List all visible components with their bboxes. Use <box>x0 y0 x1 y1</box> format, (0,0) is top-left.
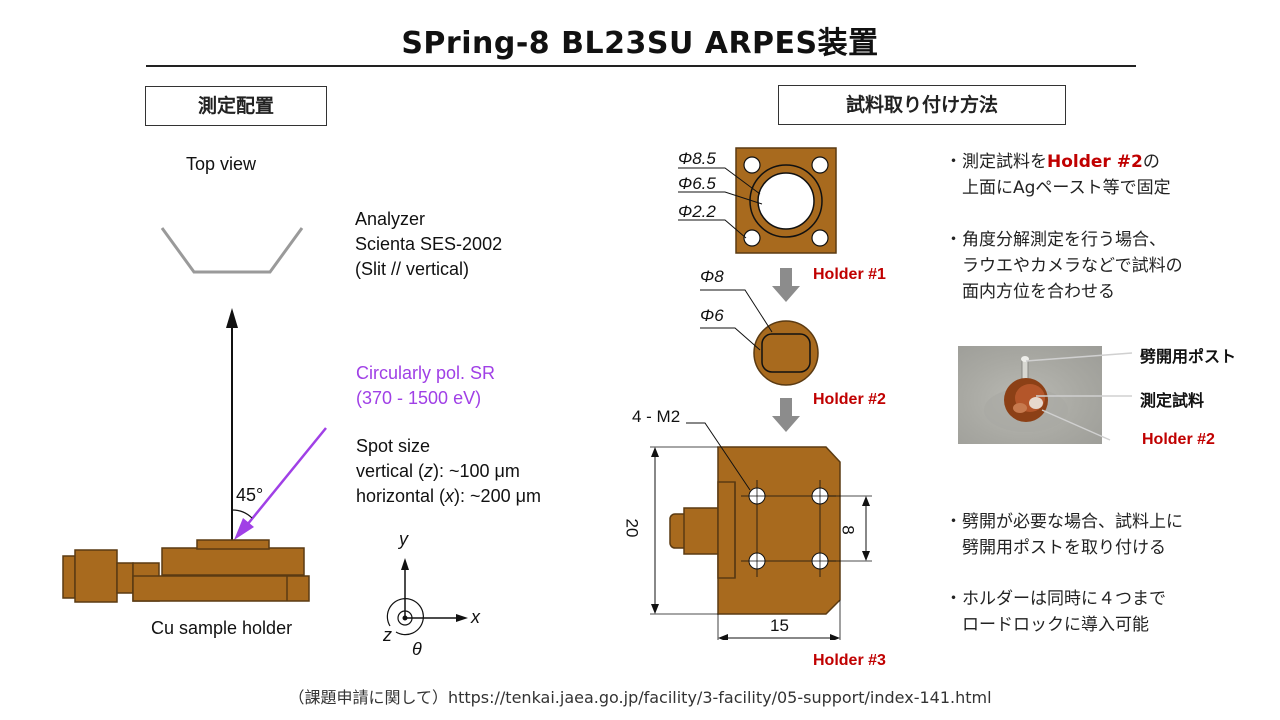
holder-3-drawing <box>650 422 872 640</box>
coordinate-axes <box>386 558 468 636</box>
holder-2-label: Holder #2 <box>813 391 886 408</box>
note-3-line-2: 劈開用ポストを取り付ける <box>962 538 1166 558</box>
analyzer-line-1: Analyzer <box>355 209 426 229</box>
sample-photo-drawing <box>984 356 1068 432</box>
cu-sample-holder-caption: Cu sample holder <box>151 618 293 638</box>
sr-line-1: Circularly pol. SR <box>356 363 496 383</box>
spot-vertical-value: ): ~100 μm <box>433 461 520 481</box>
axis-y-label: y <box>399 529 408 549</box>
angle-arc <box>231 509 253 519</box>
spot-size-horizontal: horizontal (x): ~200 μm <box>356 484 541 509</box>
sample-photo <box>958 346 1102 444</box>
axis-x-label: x <box>471 607 480 627</box>
note-1-line-2: 上面にAgペースト等で固定 <box>962 178 1171 198</box>
note-4-line-2: ロードロックに導入可能 <box>962 615 1149 635</box>
h1-dim-outer: Φ8.5 <box>678 149 716 168</box>
note-cleave: ・劈開が必要な場合、試料上に 劈開用ポストを取り付ける <box>945 509 1183 561</box>
note-mount-sample: ・測定試料をHolder #2の 上面にAgペースト等で固定 <box>945 149 1171 201</box>
sr-source-label: Circularly pol. SR (370 - 1500 eV) <box>356 361 495 411</box>
cleave-post-label: 劈開用ポスト <box>1140 347 1237 366</box>
sample-label: 測定試料 <box>1140 391 1205 410</box>
holder-3-label: Holder #3 <box>813 652 886 669</box>
note-2-line-1: ・角度分解測定を行う場合、 <box>945 230 1166 250</box>
photo-leader-lines <box>1025 352 1133 441</box>
down-arrow-2 <box>772 398 800 432</box>
spot-horizontal-axis: x <box>445 486 455 506</box>
down-arrow-1 <box>772 268 800 302</box>
note-orientation: ・角度分解測定を行う場合、 ラウエやカメラなどで試料の 面内方位を合わせる <box>945 227 1183 305</box>
analyzer-label: Analyzer Scienta SES-2002 (Slit // verti… <box>355 207 502 282</box>
analyzer-line-3: (Slit // vertical) <box>355 259 470 279</box>
incidence-angle-label: 45° <box>236 485 264 505</box>
note-loadlock: ・ホルダーは同時に４つまで ロードロックに導入可能 <box>945 586 1166 638</box>
holder-1-drawing <box>678 147 837 254</box>
h3-width-dim: 15 <box>770 616 789 635</box>
h1-dim-middle: Φ6.5 <box>678 174 716 193</box>
h3-screw-spec: 4 - M2 <box>632 407 681 426</box>
measurement-setup-heading: 測定配置 <box>145 86 327 126</box>
spot-horizontal-prefix: horizontal ( <box>356 486 446 506</box>
note-2-line-2: ラウエやカメラなどで試料の <box>962 256 1183 276</box>
photo-holder-2-label: Holder #2 <box>1142 431 1215 448</box>
analyzer-line-2: Scienta SES-2002 <box>355 234 503 254</box>
spot-vertical-prefix: vertical ( <box>356 461 425 481</box>
note-4-line-1: ・ホルダーは同時に４つまで <box>945 589 1166 609</box>
h3-height-dim: 20 <box>622 518 642 538</box>
h3-pitch-dim: 8 <box>838 525 858 535</box>
note-1-prefix: ・測定試料を <box>945 152 1047 172</box>
spot-size-block: Spot size vertical (z): ~100 μm horizont… <box>356 434 541 509</box>
h2-dim-outer: Φ8 <box>700 267 724 286</box>
note-1-suffix: の <box>1142 152 1160 172</box>
top-view-label: Top view <box>186 154 257 174</box>
sr-beam-arrow <box>246 427 327 526</box>
note-3-line-1: ・劈開が必要な場合、試料上に <box>945 512 1183 532</box>
sample-mount-heading: 試料取り付け方法 <box>778 85 1066 125</box>
sr-arrowhead <box>234 518 254 540</box>
page-title: SPring-8 BL23SU ARPES装置 <box>401 26 879 61</box>
h1-dim-hole: Φ2.2 <box>678 202 716 221</box>
sr-line-2: (370 - 1500 eV) <box>356 388 482 408</box>
axis-z-label: z <box>383 625 392 645</box>
measurement-geometry-diagram <box>62 227 468 636</box>
emission-arrowhead <box>226 308 238 328</box>
title-divider <box>146 65 1136 67</box>
spot-size-vertical: vertical (z): ~100 μm <box>356 459 541 484</box>
h2-dim-inner: Φ6 <box>700 306 724 325</box>
spot-size-title: Spot size <box>356 436 431 456</box>
holder-2-drawing <box>700 289 819 386</box>
spot-vertical-axis: z <box>424 461 434 481</box>
cu-sample-holder-shape <box>62 539 310 603</box>
application-link[interactable]: （課題申請に関して）https://tenkai.jaea.go.jp/faci… <box>288 688 992 707</box>
holder-1-label: Holder #1 <box>813 266 886 283</box>
axis-theta-label: θ <box>412 639 422 659</box>
holder-drawings <box>650 147 872 640</box>
note-1-line-1: ・測定試料をHolder #2の <box>945 149 1171 175</box>
note-1-highlight: Holder #2 <box>1047 152 1143 172</box>
note-2-line-3: 面内方位を合わせる <box>962 282 1115 302</box>
analyzer-shape <box>160 227 304 274</box>
spot-horizontal-value: ): ~200 μm <box>454 486 541 506</box>
